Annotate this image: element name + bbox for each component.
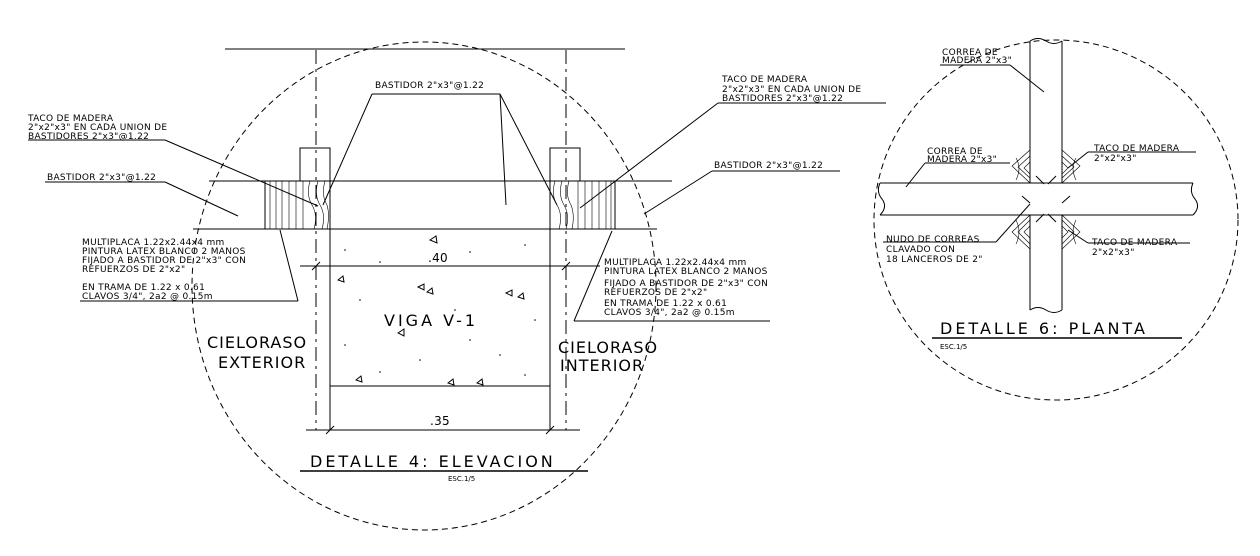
multiplaca-right-line6: CLAVOS 3/4", 2a2 @ 0.15m <box>604 308 735 318</box>
multiplaca-right-line1: MULTIPLACA 1.22x2.44x4 mm <box>604 258 747 268</box>
multiplaca-left-line6: CLAVOS 3/4", 2a2 @ 0.15m <box>82 292 213 302</box>
callout-taco-top-line1: TACO DE MADERA <box>1093 144 1180 154</box>
callout-bastidor-left: BASTIDOR 2"x3"@1.22 <box>47 173 156 183</box>
dimension-40 <box>300 261 600 271</box>
multiplaca-right-line3: FIJADO A BASTIDOR DE 2"x3" CON <box>604 279 768 289</box>
multiplaca-left-line5: EN TRAMA DE 1.22 x 0.61 <box>82 283 205 293</box>
callout-nudo-line3: 18 LANCEROS DE 2" <box>886 255 983 265</box>
callout-correa-left-line1: CORREA DE <box>927 147 983 157</box>
nail-cross-marks <box>1021 175 1071 223</box>
detail-4-boundary-circle <box>191 41 657 531</box>
callout-nudo-line1: NUDO DE CORREAS <box>886 235 980 245</box>
label-cieloraso-exterior-line1: CIELORASO <box>207 333 307 352</box>
callout-correa-left-line2: MADERA 2"x3" <box>927 155 997 165</box>
correa-vertical <box>1029 38 1063 313</box>
viga-section <box>329 229 551 430</box>
leader-nudo <box>883 203 1031 243</box>
detalle-4-title: DETALLE 4: ELEVACION <box>310 452 556 471</box>
callout-taco-left-line3: BASTIDORES 2"x3"@1.22 <box>28 132 149 142</box>
dimension-35 <box>306 425 580 435</box>
callout-taco-right-line2: 2"x2"x3" EN CADA UNION DE <box>722 85 861 95</box>
label-cieloraso-exterior-line2: EXTERIOR <box>218 353 306 372</box>
label-cieloraso-interior-line2: INTERIOR <box>560 356 644 375</box>
detalle-6-title: DETALLE 6: PLANTA <box>940 319 1148 338</box>
callout-taco-left-line1: TACO DE MADERA <box>27 114 114 124</box>
multiplaca-right-line5: EN TRAMA DE 1.22 x 0.61 <box>604 299 727 309</box>
beam-label: VIGA V-1 <box>384 311 478 330</box>
bastidor-section-left <box>264 180 331 230</box>
multiplaca-right-line2: PINTURA LATEX BLANCO 2 MANOS <box>604 267 768 277</box>
leader-multiplaca-left <box>80 229 299 302</box>
callout-bastidor-top: BASTIDOR 2"x3"@1.22 <box>375 81 484 91</box>
multiplaca-left-line4: REFUERZOS DE 2"x2" <box>82 265 185 275</box>
leader-correa-left <box>905 162 1010 188</box>
callout-taco-top-line2: 2"x2"x3" <box>1094 154 1137 164</box>
taco-blocks-hatched <box>1011 149 1081 250</box>
detalle-6-scale: ESC.1/5 <box>940 343 967 351</box>
dim-label-35: .35 <box>430 414 450 428</box>
leader-multiplaca-right <box>573 230 770 322</box>
leader-taco-right <box>579 102 886 209</box>
leader-taco-bottom <box>1067 229 1190 244</box>
taco-block-left <box>299 147 331 182</box>
leader-taco-left <box>28 139 319 207</box>
leader-bastidor-left <box>45 181 239 217</box>
multiplaca-left-line3: FIJADO A BASTIDOR DE 2"x3" CON <box>82 256 246 266</box>
leader-bastidor-top <box>322 93 558 206</box>
callout-taco-right-line3: BASTIDORES 2"x3"@1.22 <box>722 94 843 104</box>
leader-bastidor-right <box>643 170 840 215</box>
detalle-4-scale: ESC.1/5 <box>448 475 475 483</box>
detalle-6-planta: CORREA DE MADERA 2"x3" CORREA DE MADERA … <box>873 38 1239 401</box>
multiplaca-left-line2: PINTURA LATEX BLANCO 2 MANOS <box>82 247 246 257</box>
callout-correa-top-line1: CORREA DE <box>942 48 998 58</box>
dim-label-40: .40 <box>428 251 448 265</box>
correa-horizontal <box>877 182 1199 216</box>
callout-taco-bottom-line1: TACO DE MADERA <box>1091 238 1178 248</box>
callout-correa-top-line2: MADERA 2"x3" <box>942 56 1012 66</box>
callout-nudo-line2: CLAVADO CON <box>886 245 955 255</box>
leader-taco-top <box>1067 151 1196 169</box>
callout-taco-left-line2: 2"x2"x3" EN CADA UNION DE <box>28 123 167 133</box>
leader-correa-top <box>940 64 1045 93</box>
multiplaca-left-line1: MULTIPLACA 1.22x2.44x4 mm <box>82 238 225 248</box>
callout-bastidor-right: BASTIDOR 2"x3"@1.22 <box>714 161 823 171</box>
bastidor-section-right <box>549 180 616 230</box>
detalle-4-elevacion: .40 .35 VIGA V-1 BASTIDOR 2"x3"@1.22 TAC… <box>27 41 886 531</box>
label-cieloraso-interior-line1: CIELORASO <box>558 338 658 357</box>
callout-taco-right-line1: TACO DE MADERA <box>721 75 808 85</box>
detail-6-boundary-circle <box>873 39 1239 401</box>
taco-block-right <box>549 147 581 182</box>
callout-taco-bottom-line2: 2"x2"x3" <box>1092 248 1135 258</box>
multiplaca-right-line4: REFUERZOS DE 2"x2" <box>604 288 707 298</box>
